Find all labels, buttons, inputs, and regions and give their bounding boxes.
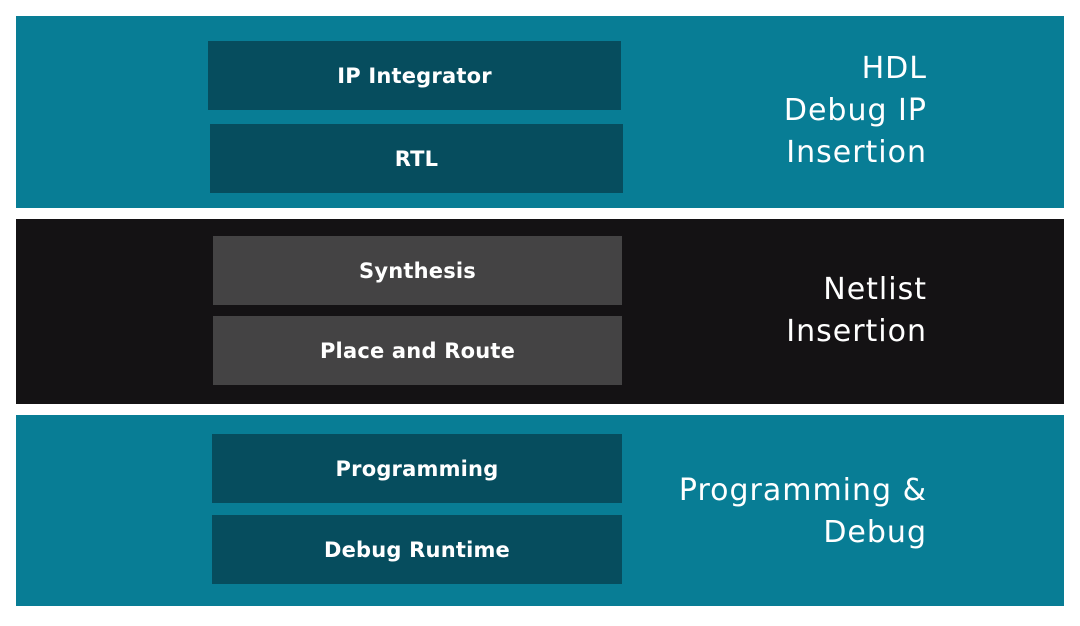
programming-box: Programming — [212, 434, 622, 503]
band-label-line: Programming & — [678, 473, 927, 508]
netlist-insertion-band: Synthesis Place and Route Netlist Insert… — [16, 219, 1064, 404]
band-label-line: Netlist — [823, 272, 927, 307]
hdl-debug-ip-insertion-label: HDL Debug IP Insertion — [784, 48, 927, 174]
programming-and-debug-label: Programming & Debug — [679, 470, 927, 554]
netlist-insertion-label: Netlist Insertion — [786, 269, 927, 353]
debug-runtime-box: Debug Runtime — [212, 515, 622, 584]
hdl-debug-ip-insertion-band: IP Integrator RTL HDL Debug IP Insertion — [16, 16, 1064, 208]
band-label-line: Debug — [823, 515, 927, 550]
band-label-line: HDL — [861, 51, 927, 86]
place-and-route-box: Place and Route — [213, 316, 622, 385]
band-label-line: Insertion — [786, 135, 927, 170]
band-label-line: Insertion — [786, 314, 927, 349]
rtl-box: RTL — [210, 124, 623, 193]
synthesis-box: Synthesis — [213, 236, 622, 305]
programming-and-debug-band: Programming Debug Runtime Programming & … — [16, 415, 1064, 606]
ip-integrator-box: IP Integrator — [208, 41, 621, 110]
band-label-line: Debug IP — [783, 93, 927, 128]
